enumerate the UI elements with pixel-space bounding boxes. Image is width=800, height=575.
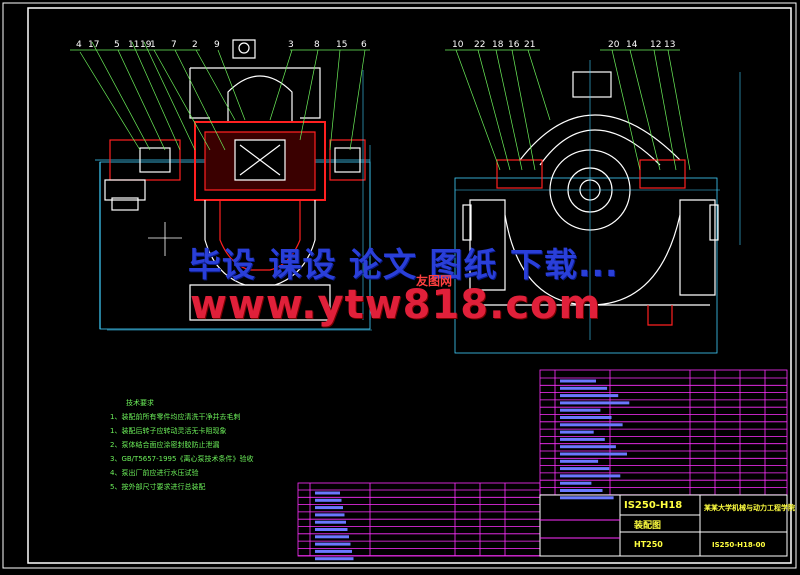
balloon-label: 14 — [626, 40, 638, 50]
table-cell-text — [560, 401, 630, 405]
table-cell-text — [315, 557, 354, 561]
technical-notes: 技术要求 1、装配前所有零件均应清洗干净并去毛刺 1、装配后转子应转动灵活无卡阻… — [110, 396, 310, 494]
balloon-label: 15 — [336, 40, 348, 50]
table-cell-text — [560, 423, 623, 427]
balloon-label: 13 — [664, 40, 676, 50]
balloon-label: 7 — [171, 40, 177, 50]
table-cell-text — [560, 474, 621, 478]
note-item: 1、装配前所有零件均应清洗干净并去毛刺 — [110, 413, 241, 421]
table-cell-text — [315, 520, 346, 524]
balloon-label: 12 — [650, 40, 662, 50]
table-cell-text — [315, 528, 348, 531]
table-cell-text — [315, 542, 351, 546]
table-cell-text — [560, 386, 608, 390]
table-cell-text — [560, 489, 603, 492]
balloon-label: 4 — [76, 40, 82, 50]
watermark-line1: 毕设 课设 论文 图纸 下载... — [188, 245, 619, 284]
school-name: 某某大学机械与动力工程学院 — [704, 504, 795, 512]
balloon-label: 3 — [288, 40, 294, 50]
end-view — [445, 49, 741, 354]
section-view — [70, 39, 372, 331]
table-cell-text — [560, 416, 612, 419]
note-item: 2、泵体结合面应涂密封胶防止泄漏 — [110, 441, 220, 449]
table-cell-text — [560, 437, 605, 441]
watermark-logo: 友图网 — [416, 274, 453, 288]
table-cell-text — [315, 498, 342, 502]
material: HT250 — [634, 540, 663, 549]
balloon-label: 8 — [314, 40, 320, 50]
table-cell-text — [560, 467, 610, 471]
balloon-label: 2 — [192, 40, 198, 50]
table-cell-text — [560, 430, 594, 434]
drawing-number: IS250-H18-00 — [712, 541, 766, 549]
balloon-label: 10 — [452, 40, 464, 50]
table-cell-text — [560, 445, 616, 449]
balloon-label: 21 — [524, 40, 536, 50]
table-cell-text — [560, 408, 601, 412]
table-cell-text — [315, 549, 352, 553]
watermark-line2: www.ytw818.com — [190, 282, 602, 328]
balloon-label: 22 — [474, 40, 486, 50]
balloon-label: 20 — [608, 40, 620, 50]
balloon-label: 18 — [492, 40, 504, 50]
model-number: IS250-H18 — [624, 500, 683, 511]
inner-frame — [27, 7, 792, 564]
outer-frame — [2, 2, 797, 569]
table-cell-text — [560, 379, 596, 383]
balloon-label: 1 — [150, 40, 156, 50]
table-cell-text — [560, 481, 592, 485]
table-cell-text — [560, 496, 614, 500]
balloon-label: 17 — [88, 40, 100, 50]
balloon-label: 16 — [508, 40, 520, 50]
table-cell-text — [315, 506, 343, 510]
balloon-label: 19 — [140, 40, 152, 50]
table-cell-text — [315, 513, 345, 517]
parts-list — [297, 369, 788, 561]
table-cell-text — [315, 535, 349, 539]
note-item: 1、装配后转子应转动灵活无卡阻现象 — [110, 427, 227, 435]
note-item: 5、按外部尺寸要求进行总装配 — [110, 483, 206, 491]
balloon-label: 5 — [114, 40, 120, 50]
table-cell-text — [560, 459, 599, 463]
notes-title: 技术要求 — [126, 399, 154, 407]
drawing-name: 装配图 — [634, 521, 662, 531]
balloon-label: 11 — [128, 40, 140, 50]
table-cell-text — [315, 491, 340, 495]
note-item: 3、GB/T5657-1995《离心泵技术条件》验收 — [110, 455, 254, 463]
title-block — [539, 494, 788, 557]
table-cell-text — [560, 394, 619, 398]
balloon-label: 6 — [361, 40, 367, 50]
note-item: 4、泵出厂前应进行水压试验 — [110, 469, 199, 477]
balloon-label: 9 — [214, 40, 220, 50]
table-cell-text — [560, 452, 627, 456]
